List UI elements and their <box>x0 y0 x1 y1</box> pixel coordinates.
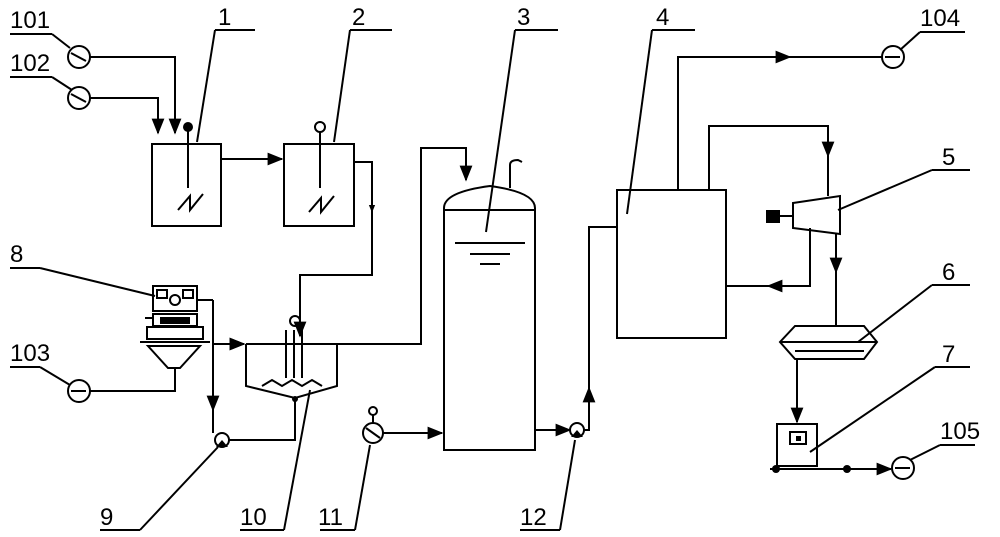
mixing-tank-1 <box>151 122 222 227</box>
pipes <box>90 50 893 476</box>
label-11: 11 <box>318 504 343 531</box>
reactor-unit-4 <box>616 189 727 339</box>
collector-7 <box>770 423 851 473</box>
label-3: 3 <box>517 4 530 31</box>
settling-tank-10 <box>245 315 338 402</box>
compressor-5 <box>766 194 841 236</box>
label-7: 7 <box>942 341 955 368</box>
valve-11 <box>362 406 384 444</box>
label-2: 2 <box>352 4 365 31</box>
mixing-tank-2 <box>283 121 355 227</box>
label-10: 10 <box>240 504 267 531</box>
label-4: 4 <box>656 4 669 31</box>
label-12: 12 <box>520 504 547 531</box>
pump-12 <box>569 422 585 438</box>
label-1: 1 <box>218 4 231 31</box>
label-101: 101 <box>10 7 50 34</box>
label-105: 105 <box>940 418 980 445</box>
label-5: 5 <box>942 144 955 171</box>
pump-9 <box>214 432 230 448</box>
label-6: 6 <box>942 259 955 286</box>
label-104: 104 <box>920 5 960 32</box>
source-gauge-103 <box>67 379 91 403</box>
reactor-vessel-3 <box>443 158 536 451</box>
separator-6 <box>778 325 879 360</box>
label-8: 8 <box>10 241 23 268</box>
label-102: 102 <box>10 50 50 77</box>
source-gauge-101 <box>67 45 91 69</box>
press-unit-8 <box>140 285 213 369</box>
label-9: 9 <box>100 504 113 531</box>
leader-lines <box>10 29 975 531</box>
label-103: 103 <box>10 340 50 367</box>
labels: 1 2 3 4 5 6 7 8 9 10 11 12 101 102 103 1… <box>10 4 980 531</box>
